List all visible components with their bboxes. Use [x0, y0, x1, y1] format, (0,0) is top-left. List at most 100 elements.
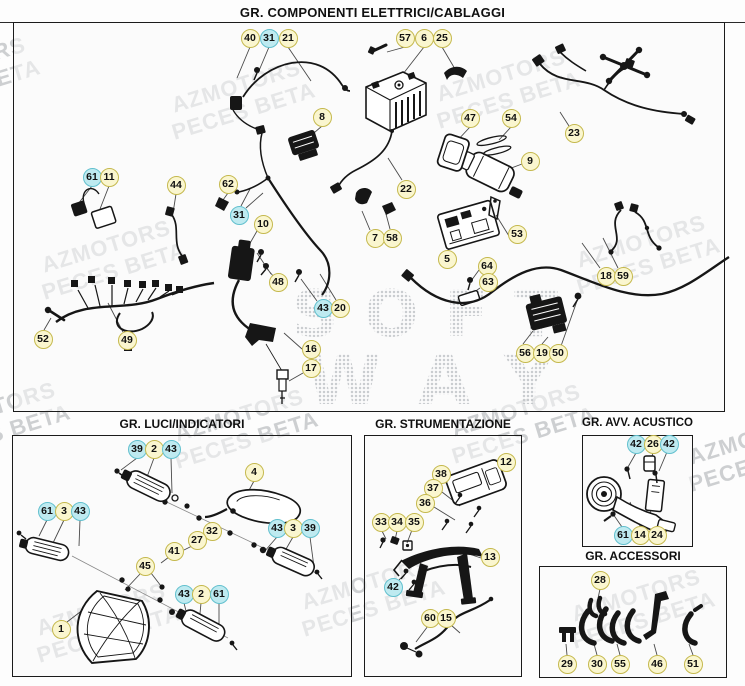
callout-61: 61: [37, 501, 57, 521]
callout-48: 48: [268, 272, 288, 292]
callout-2: 2: [144, 439, 164, 459]
callout-15: 15: [436, 608, 456, 628]
callout-29: 29: [557, 654, 577, 674]
ecu-drawing: [436, 199, 500, 250]
fuse-cover-drawing: [436, 133, 470, 172]
callout-6: 6: [414, 28, 434, 48]
instrument-bracket-drawing: [392, 546, 483, 605]
callout-30: 30: [587, 654, 607, 674]
speedo-screws-drawing: [441, 492, 482, 534]
callout-50: 50: [548, 343, 568, 363]
callout-4: 4: [244, 462, 264, 482]
cables-18-59-drawing: [608, 201, 662, 255]
callout-28: 28: [590, 570, 610, 590]
rubber-cap2-drawing: [382, 202, 396, 215]
starter-relay-drawing: [459, 151, 523, 199]
callout-17: 17: [301, 358, 321, 378]
battery-strap-drawing: [444, 66, 467, 80]
callout-59: 59: [613, 266, 633, 286]
sensor-drawing: [71, 187, 117, 229]
callout-10: 10: [253, 214, 273, 234]
callout-39: 39: [300, 518, 320, 538]
callout-18: 18: [596, 266, 616, 286]
ecu-bracket-drawing: [488, 195, 501, 221]
callout-34: 34: [387, 512, 407, 532]
indicator-top-drawing: [114, 468, 190, 509]
callout-22: 22: [396, 179, 416, 199]
small-fasteners-drawing: [379, 536, 417, 591]
callout-20: 20: [330, 298, 350, 318]
battery-drawing: [365, 71, 427, 132]
callout-24: 24: [647, 525, 667, 545]
clip-drawing: [215, 197, 229, 211]
callout-43: 43: [313, 298, 333, 318]
callout-55: 55: [610, 654, 630, 674]
accessory-clips-drawing: [559, 591, 703, 646]
callout-8: 8: [312, 107, 332, 127]
callout-9: 9: [520, 151, 540, 171]
gaskets-drawing: [476, 135, 512, 156]
callout-57: 57: [395, 28, 415, 48]
ignition-coil-drawing: [227, 239, 283, 372]
callout-35: 35: [404, 512, 424, 532]
section-title-electrical: GR. COMPONENTI ELETTRICI/CABLAGGI: [239, 5, 506, 20]
callout-40: 40: [240, 28, 260, 48]
mirror-drawing: [204, 488, 301, 525]
callout-5: 5: [437, 249, 457, 269]
callout-44: 44: [166, 175, 186, 195]
section-title-lights: GR. LUCI/INDICATORI: [119, 417, 245, 431]
callout-43: 43: [174, 584, 194, 604]
callout-54: 54: [501, 108, 521, 128]
callout-46: 46: [647, 654, 667, 674]
spark-plug-drawing: [276, 369, 289, 404]
callout-52: 52: [33, 329, 53, 349]
callout-31: 31: [229, 205, 249, 225]
callout-51: 51: [683, 654, 703, 674]
callout-12: 12: [496, 452, 516, 472]
callout-3: 3: [283, 518, 303, 538]
section-title-horn: GR. AVV. ACUSTICO: [582, 417, 693, 429]
callout-16: 16: [301, 339, 321, 359]
callout-25: 25: [432, 28, 452, 48]
callout-23: 23: [564, 123, 584, 143]
callout-27: 27: [187, 530, 207, 550]
callout-43: 43: [161, 439, 181, 459]
callout-62: 62: [218, 174, 238, 194]
callout-56: 56: [515, 343, 535, 363]
switch-cluster-drawing: [599, 46, 651, 85]
callout-53: 53: [507, 224, 527, 244]
callout-61: 61: [82, 167, 102, 187]
callout-13: 13: [480, 547, 500, 567]
callout-41: 41: [164, 541, 184, 561]
callout-42: 42: [626, 434, 646, 454]
indicator-right-drawing: [259, 546, 323, 580]
callout-49: 49: [117, 330, 137, 350]
callout-21: 21: [278, 28, 298, 48]
regulator-drawing: [525, 292, 582, 334]
plate-63-drawing: [457, 277, 481, 307]
callout-61: 61: [209, 584, 229, 604]
rubber-cap-drawing: [355, 187, 372, 205]
callout-63: 63: [478, 272, 498, 292]
relay-drawing: [288, 129, 320, 161]
battery-cable-drawing: [330, 129, 394, 194]
callout-39: 39: [127, 439, 147, 459]
screw-52-drawing: [44, 306, 66, 322]
section-title-instruments: GR. STRUMENTAZIONE: [375, 417, 511, 431]
callout-2: 2: [191, 584, 211, 604]
callout-42: 42: [659, 434, 679, 454]
cable-44-drawing: [165, 206, 189, 265]
callout-14: 14: [630, 525, 650, 545]
callout-47: 47: [460, 108, 480, 128]
callout-31: 31: [259, 28, 279, 48]
callout-1: 1: [51, 619, 71, 639]
long-cable-drawing: [401, 256, 730, 305]
callout-36: 36: [415, 493, 435, 513]
main-harness-drawing: [234, 125, 331, 296]
callout-58: 58: [382, 228, 402, 248]
callout-43: 43: [70, 501, 90, 521]
callout-7: 7: [365, 228, 385, 248]
